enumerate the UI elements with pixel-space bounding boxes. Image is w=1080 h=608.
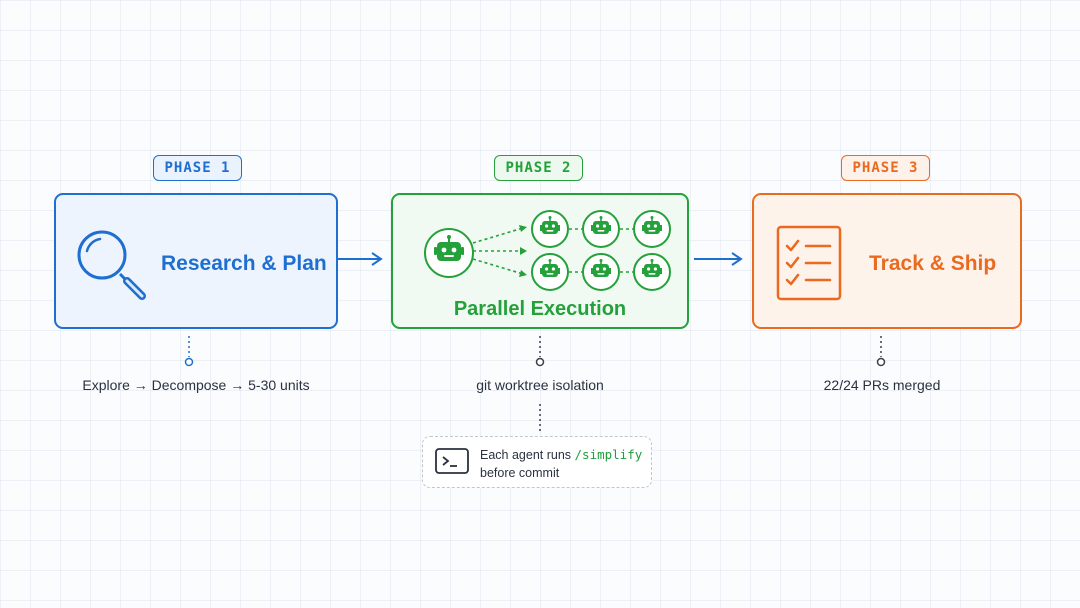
checklist-icon	[776, 225, 842, 301]
robot-icon	[424, 228, 474, 278]
note-command: /simplify	[574, 447, 643, 462]
robot-icon	[531, 253, 569, 291]
stem-3-dot	[876, 357, 886, 367]
note-line2: before commit	[480, 466, 560, 480]
sub-agent-grid	[531, 210, 671, 291]
agent-network	[424, 225, 635, 278]
phase-1-box: Research & Plan	[54, 193, 338, 329]
arrow-1-to-2	[338, 252, 383, 266]
arrow-2-to-3	[694, 252, 743, 266]
phase-2-caption: git worktree isolation	[476, 377, 604, 393]
phase-1-caption: Explore → Decompose → 5-30 units	[82, 377, 310, 393]
phase-2-badge: PHASE 2	[494, 155, 583, 181]
robot-icon	[582, 210, 620, 248]
stem-2-dot	[535, 357, 545, 367]
stem-1-dot	[184, 357, 194, 367]
simplify-note: Each agent runs /simplify before commit	[422, 436, 652, 488]
phase-1-title: Research & Plan	[161, 252, 327, 275]
robot-icon	[582, 253, 620, 291]
terminal-icon	[435, 448, 469, 474]
phase-3-title: Track & Ship	[869, 252, 997, 275]
phase-3-caption: 22/24 PRs merged	[823, 377, 941, 393]
magnifier-icon	[77, 230, 146, 300]
phase-2-title: Parallel Execution	[453, 298, 627, 320]
phase-3-box: Track & Ship	[752, 193, 1022, 329]
note-line1-prefix: Each agent runs	[480, 448, 575, 462]
note-text: Each agent runs /simplify before commit	[480, 446, 642, 482]
phase-2-box: Parallel Execution	[391, 193, 689, 329]
phase-1-badge: PHASE 1	[153, 155, 242, 181]
robot-icon	[633, 253, 671, 291]
robot-icon	[531, 210, 569, 248]
phase-3-badge: PHASE 3	[841, 155, 930, 181]
robot-icon	[633, 210, 671, 248]
